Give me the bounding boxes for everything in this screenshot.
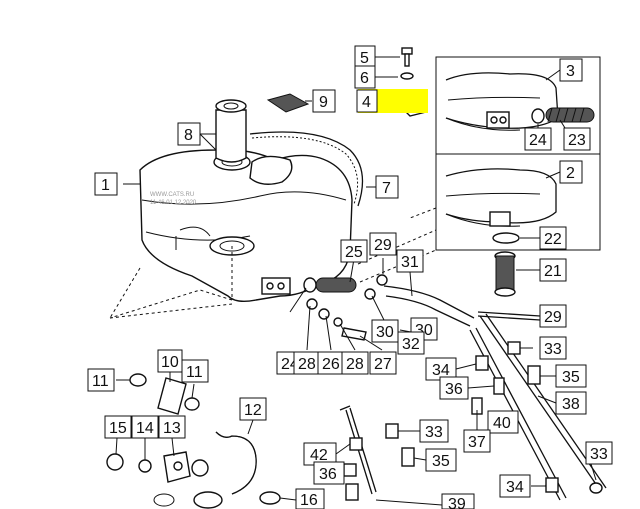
callout-3: 3	[566, 63, 575, 80]
callout-6: 6	[360, 70, 369, 87]
callout-30-left: 30	[376, 324, 394, 341]
callout-40: 40	[493, 415, 511, 432]
callout-11-right: 11	[186, 364, 203, 381]
callout-34-top: 34	[432, 362, 450, 379]
callout-1: 1	[101, 177, 110, 194]
fuel-tank: WWW.CATS.RU 11 46 01 12 2020	[139, 149, 353, 303]
callout-32: 32	[402, 336, 420, 353]
callout-37: 37	[468, 434, 486, 451]
filler-neck	[215, 99, 247, 163]
watermark-line-2: 11 46 01 12 2020	[150, 200, 197, 206]
callout-27: 27	[374, 356, 392, 373]
callout-16: 16	[300, 492, 318, 509]
callout-42: 42	[310, 447, 328, 464]
gasket-pad	[266, 93, 310, 113]
callout-15: 15	[109, 420, 127, 437]
callout-22: 22	[544, 231, 562, 248]
callout-11-left: 11	[92, 373, 109, 390]
callout-24-inset: 24	[529, 132, 547, 149]
seal-strip	[249, 131, 364, 207]
callout-9: 9	[319, 94, 328, 111]
callout-28-left: 28	[298, 356, 316, 373]
detail-inset-bottom	[435, 153, 601, 251]
callout-29-upper: 29	[374, 237, 392, 254]
callout-14: 14	[136, 420, 154, 437]
callout-5: 5	[360, 50, 369, 67]
callout-34-bottom: 34	[506, 479, 524, 496]
callout-2: 2	[566, 165, 575, 182]
callout-33-top: 33	[544, 341, 562, 358]
callout-4: 4	[362, 94, 371, 111]
callout-38: 38	[562, 396, 580, 413]
callout-13: 13	[163, 420, 181, 437]
hose-31	[383, 285, 475, 319]
callout-10: 10	[161, 354, 179, 371]
callout-35-bottom: 35	[432, 453, 450, 470]
callout-8: 8	[184, 127, 193, 144]
callout-12: 12	[244, 402, 262, 419]
callout-21: 21	[544, 263, 562, 280]
detail-inset-top	[435, 56, 601, 155]
callout-29-right: 29	[544, 309, 562, 326]
fuel-strainer	[494, 251, 516, 297]
callout-23: 23	[568, 132, 586, 149]
callout-35-top: 35	[562, 369, 580, 386]
callout-26: 26	[322, 356, 340, 373]
callout-31: 31	[401, 254, 419, 271]
screw	[401, 47, 413, 67]
callout-7: 7	[382, 180, 391, 197]
hose-12	[215, 431, 257, 495]
callouts: 5 6 4 9 8 1 7 3 2 24 23 22 21 25 29 31 2…	[87, 45, 613, 509]
callout-33-mid: 33	[425, 424, 443, 441]
washer	[400, 72, 414, 80]
callout-36-top: 36	[445, 381, 463, 398]
callout-25: 25	[345, 244, 363, 261]
callout-33-bottom: 33	[590, 446, 608, 463]
callout-39: 39	[448, 496, 466, 509]
callout-28-right: 28	[346, 356, 364, 373]
watermark-line-1: WWW.CATS.RU	[150, 192, 194, 198]
callout-36-bottom: 36	[319, 466, 337, 483]
leader-lines	[115, 56, 597, 506]
